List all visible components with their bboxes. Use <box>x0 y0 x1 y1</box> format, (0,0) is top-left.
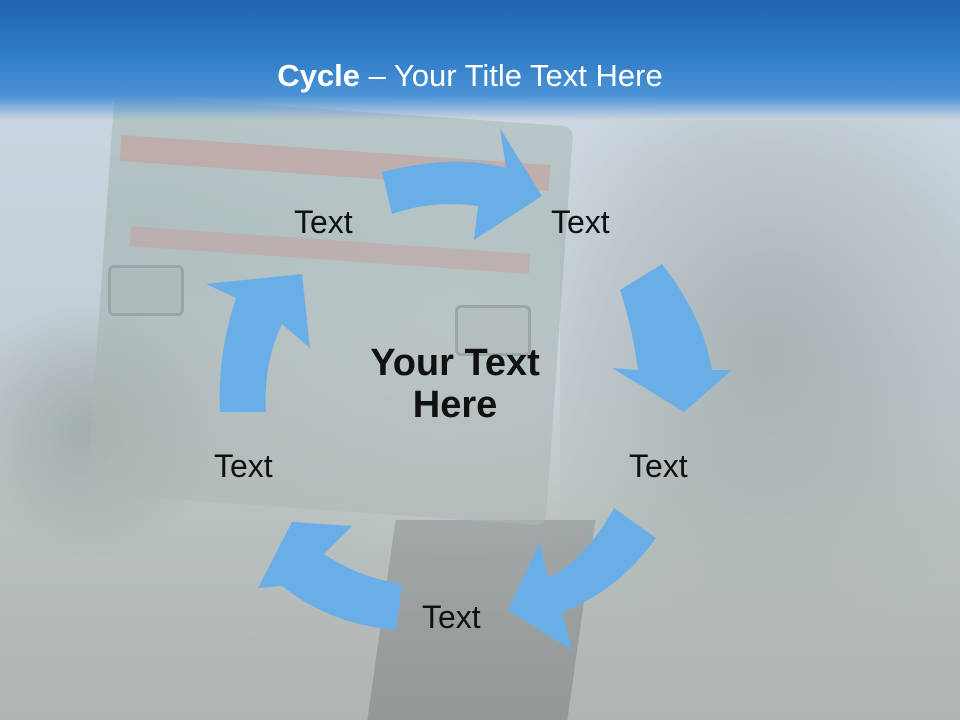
background-photo-train-lamp-left <box>108 265 184 316</box>
cycle-arrow-lower-left <box>258 522 402 630</box>
cycle-arrow-lower-right <box>508 508 656 650</box>
background-photo-train-lamp-right <box>455 305 531 356</box>
slide-title-bold: Cycle <box>277 58 360 93</box>
cycle-arrow-right <box>612 264 732 412</box>
center-text-line-1: Your Text <box>370 342 540 384</box>
slide-title[interactable]: Cycle – Your Title Text Here <box>0 56 940 96</box>
center-text-line-2: Here <box>412 384 498 426</box>
title-banner <box>0 0 960 120</box>
center-text-box[interactable]: Your Text Here <box>330 342 580 426</box>
cycle-node-label-3[interactable]: Text <box>629 448 688 484</box>
slide-title-rest: – Your Title Text Here <box>360 58 663 93</box>
cycle-node-label-1[interactable]: Text <box>294 204 353 240</box>
cycle-arrow-left <box>206 274 310 412</box>
cycle-node-label-4[interactable]: Text <box>422 599 481 635</box>
cycle-node-label-5[interactable]: Text <box>214 448 273 484</box>
cycle-arrow-top <box>382 128 542 240</box>
cycle-node-label-2[interactable]: Text <box>551 204 610 240</box>
